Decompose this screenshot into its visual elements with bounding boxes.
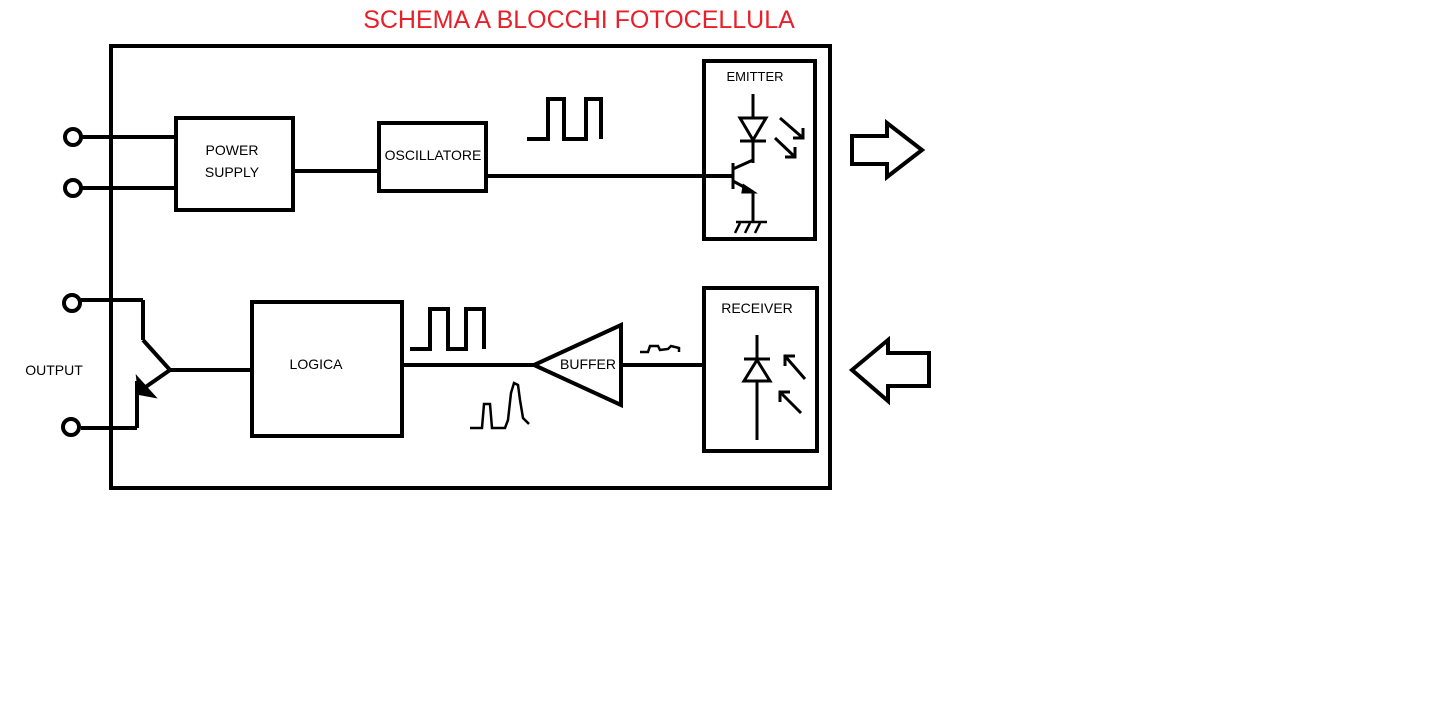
emitter-label: EMITTER — [726, 69, 783, 84]
receiver-label: RECEIVER — [721, 300, 793, 316]
power-supply-label-line2: SUPPLY — [205, 164, 260, 180]
left-arrow-icon — [848, 335, 931, 406]
power-input-terminals — [63, 127, 176, 198]
input-terminal-icon — [63, 127, 83, 147]
photodiode-icon — [741, 335, 807, 440]
shaped-pulse-icon — [470, 381, 530, 430]
emitter-arrow-icon — [135, 373, 158, 399]
output-terminal-icon — [61, 417, 81, 437]
square-wave-icon — [410, 307, 486, 351]
led-icon — [737, 94, 805, 163]
logic-label: LOGICA — [290, 356, 344, 372]
right-arrow-icon — [850, 118, 926, 182]
output-label: OUTPUT — [25, 362, 83, 378]
output-terminal-icon — [62, 293, 82, 313]
output-terminals — [61, 293, 82, 437]
logic-block: LOGICA — [250, 300, 404, 438]
buffer-label: BUFFER — [560, 356, 616, 372]
receiver-block: RECEIVER — [702, 286, 819, 453]
square-wave-icon — [527, 97, 603, 141]
output-transistor-icon — [81, 298, 172, 430]
power-supply-block: POWER SUPPLY — [174, 116, 295, 212]
transistor-icon — [731, 158, 758, 221]
oscillator-label: OSCILLATORE — [385, 147, 482, 163]
received-signal-icon — [640, 344, 681, 354]
diagram-title: SCHEMA A BLOCCHI FOTOCELLULA — [363, 6, 795, 34]
input-terminal-icon — [63, 178, 83, 198]
oscillator-block: OSCILLATORE — [377, 121, 488, 193]
power-supply-label-line1: POWER — [206, 142, 259, 158]
ground-icon — [733, 220, 767, 234]
device-enclosure — [109, 44, 832, 490]
buffer-amplifier-icon: BUFFER — [529, 321, 623, 409]
emitter-block: EMITTER — [702, 59, 817, 241]
